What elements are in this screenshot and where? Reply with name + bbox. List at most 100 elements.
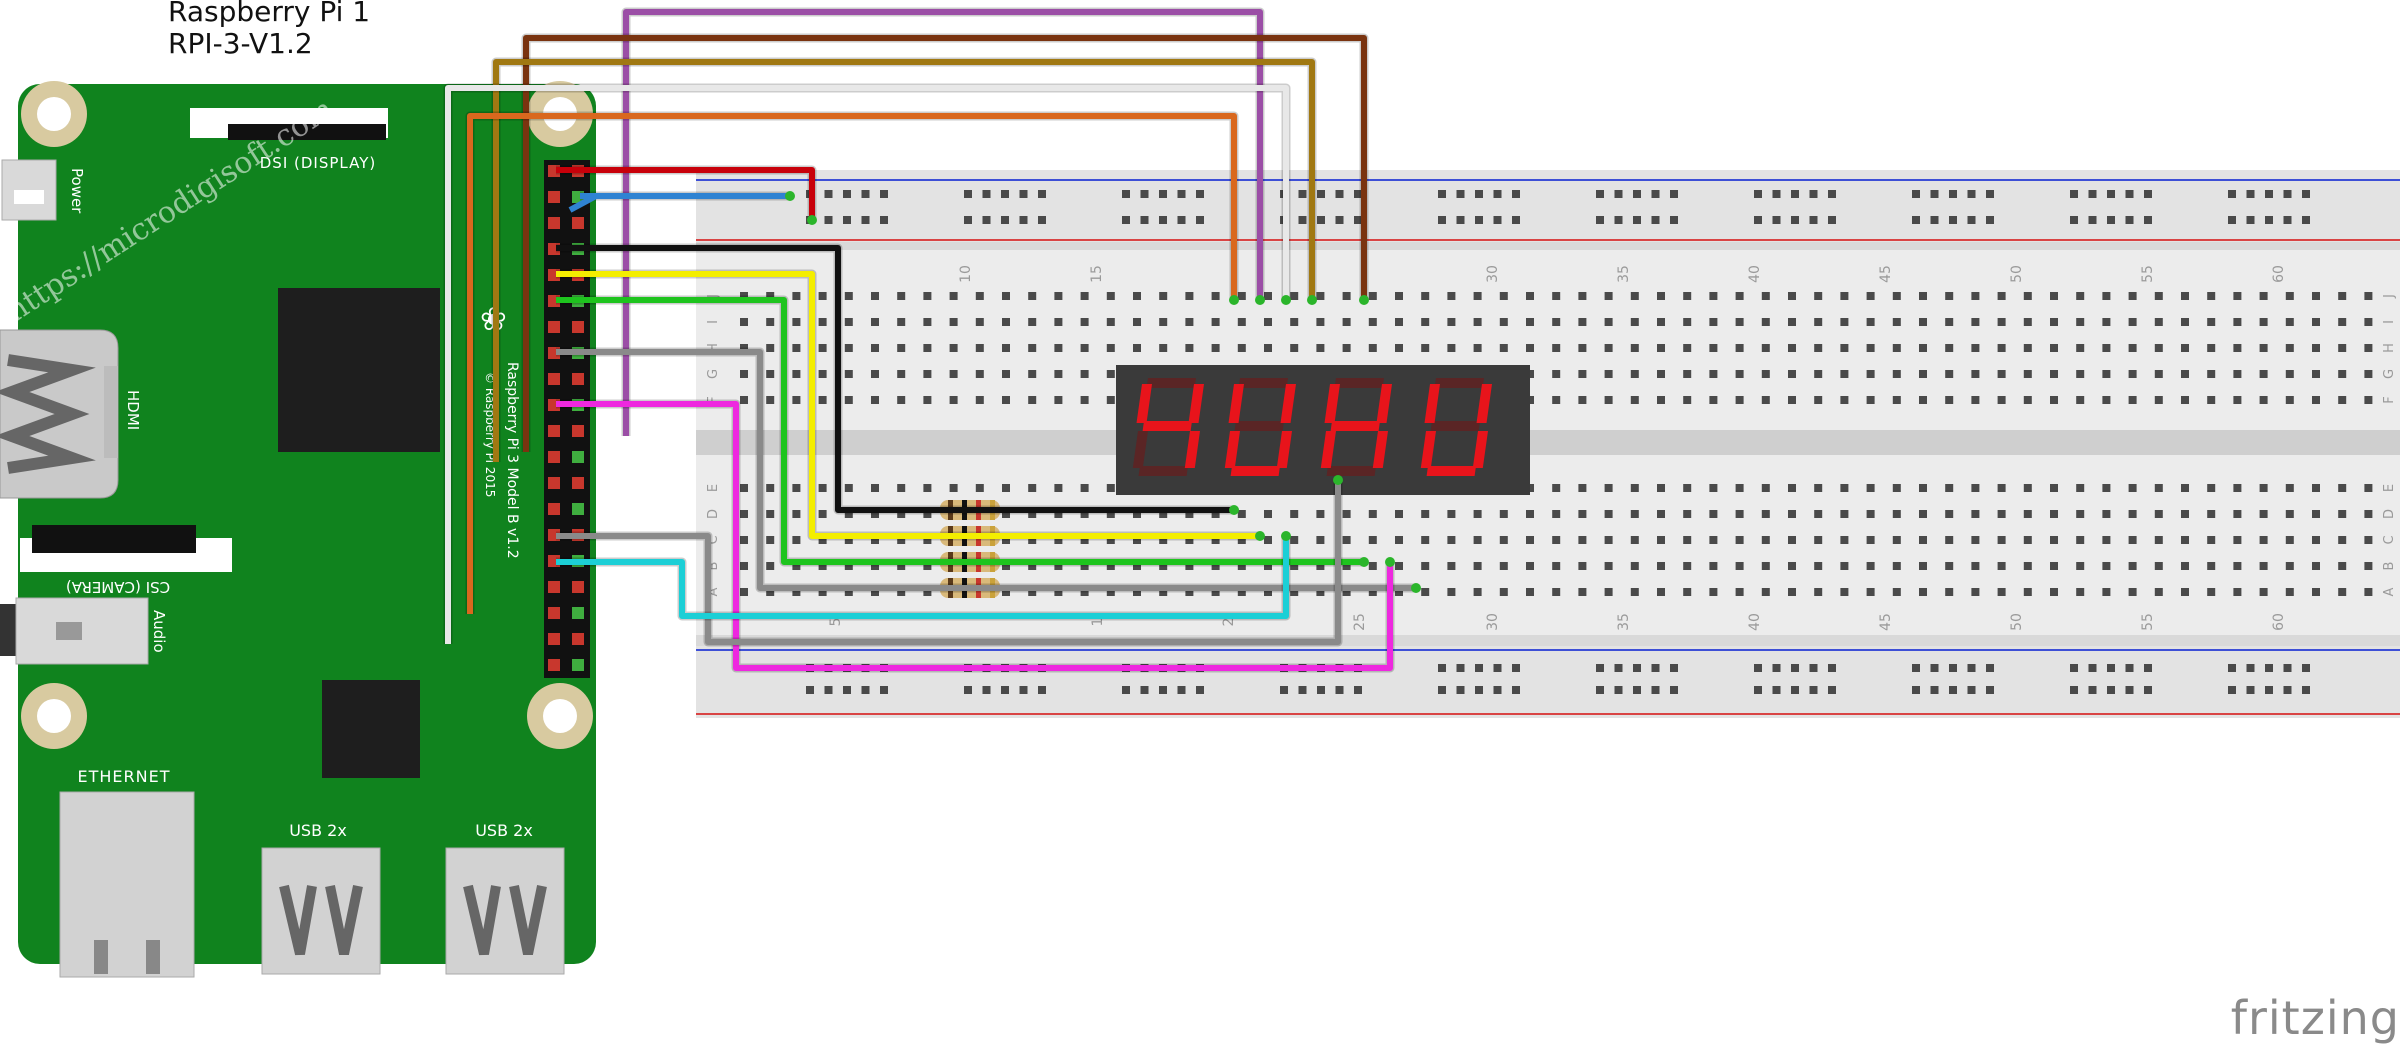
breadboard-hole	[1447, 536, 1456, 544]
breadboard-hole	[2023, 588, 2032, 596]
breadboard-hole	[1264, 588, 1272, 596]
column-number: 45	[1878, 265, 1894, 283]
rail-hole	[2302, 216, 2310, 224]
breadboard-hole	[1499, 588, 1508, 596]
breadboard-hole	[2154, 484, 2163, 492]
rail-hole	[1633, 664, 1641, 672]
breadboard-hole	[1814, 510, 1823, 518]
breadboard-hole	[1840, 292, 1849, 300]
breadboard-hole	[2338, 484, 2347, 492]
breadboard-hole	[2154, 344, 2163, 352]
rail-hole	[1930, 216, 1939, 224]
csi-label: CSI (CAMERA)	[66, 578, 170, 596]
rail-hole	[2283, 216, 2292, 224]
breadboard-hole	[1316, 292, 1325, 300]
breadboard-hole	[2207, 318, 2216, 326]
breadboard-hole	[2128, 562, 2137, 570]
usb-lan-chip	[322, 680, 420, 778]
rail-hole	[1967, 190, 1976, 198]
breadboard-hole	[2233, 484, 2242, 492]
breadboard-hole	[2207, 562, 2216, 570]
breadboard-hole	[2312, 588, 2320, 596]
breadboard-hole	[1237, 318, 1246, 326]
rail-hole	[2070, 190, 2078, 198]
breadboard-hole	[2338, 370, 2347, 378]
breadboard-hole	[1290, 510, 1299, 518]
breadboard-hole	[1840, 562, 1849, 570]
breadboard-hole	[1709, 396, 1718, 404]
breadboard-hole	[1578, 292, 1587, 300]
breadboard-hole	[1211, 292, 1220, 300]
breadboard-hole	[1421, 344, 1430, 352]
breadboard-hole	[2364, 292, 2373, 300]
breadboard-hole	[844, 292, 853, 300]
mount-hole-br-center	[543, 699, 577, 733]
breadboard-hole	[1604, 536, 1613, 544]
rail-hole	[1614, 664, 1623, 672]
breadboard-hole	[1421, 562, 1430, 570]
breadboard-hole	[2181, 536, 2189, 544]
breadboard-hole	[2076, 562, 2085, 570]
rail-hole	[1809, 664, 1818, 672]
wire-end-dot	[785, 191, 795, 201]
breadboard-hole	[1657, 510, 1665, 518]
rail-hole	[964, 686, 972, 694]
rail-hole	[1122, 190, 1130, 198]
rail-hole	[1475, 216, 1483, 224]
rail-hole	[1140, 216, 1149, 224]
breadboard-hole	[1447, 318, 1456, 326]
breadboard-hole	[766, 510, 775, 518]
breadboard-hole	[1211, 562, 1220, 570]
breadboard-hole	[1054, 510, 1063, 518]
rail-hole	[824, 190, 833, 198]
breadboard-hole	[1054, 318, 1063, 326]
breadboard-hole	[1683, 318, 1692, 326]
rail-hole	[1809, 686, 1818, 694]
breadboard-hole	[1368, 292, 1377, 300]
breadboard-hole	[1840, 588, 1849, 596]
display-segment	[1426, 466, 1476, 476]
breadboard-hole	[1002, 370, 1010, 378]
rail-hole	[1912, 216, 1920, 224]
breadboard-hole	[2312, 344, 2320, 352]
breadboard-hole	[871, 536, 879, 544]
breadboard-hole	[1788, 536, 1796, 544]
breadboard-hole	[2364, 562, 2373, 570]
breadboard-hole	[2207, 396, 2216, 404]
breadboard-hole	[1892, 370, 1901, 378]
breadboard-hole	[1814, 588, 1823, 596]
breadboard-hole	[1237, 510, 1246, 518]
breadboard-hole	[1499, 510, 1508, 518]
breadboard-hole	[1499, 292, 1508, 300]
row-letter: G	[706, 369, 721, 379]
breadboard-hole	[1866, 562, 1875, 570]
column-number: 35	[1616, 265, 1632, 283]
rail-hole	[1475, 686, 1483, 694]
raspberry-pi-board: DSI (DISPLAY) Power HDMI CSI (CAMERA) Au…	[0, 81, 596, 978]
breadboard-hole	[1761, 536, 1770, 544]
breadboard-hole	[2312, 396, 2320, 404]
breadboard-hole	[2364, 370, 2373, 378]
breadboard-hole	[1630, 396, 1639, 404]
breadboard-hole	[1997, 536, 2006, 544]
breadboard-hole	[1526, 562, 1534, 570]
display-segment	[1276, 431, 1292, 468]
ethernet-port	[59, 791, 195, 978]
board-title-name: Raspberry Pi 1	[168, 0, 371, 28]
wire	[445, 85, 1289, 644]
breadboard-hole	[1709, 484, 1718, 492]
breadboard-hole	[1552, 318, 1561, 326]
breadboard-hole	[1499, 344, 1508, 352]
display-segment	[1138, 466, 1188, 476]
breadboard-hole	[1473, 292, 1482, 300]
wire-end-dot	[1307, 295, 1317, 305]
breadboard-hole	[2076, 344, 2085, 352]
breadboard-hole	[1185, 344, 1194, 352]
breadboard-hole	[1054, 396, 1063, 404]
breadboard-hole	[2023, 396, 2032, 404]
rail-hole	[1651, 216, 1660, 224]
breadboard-hole	[1526, 510, 1534, 518]
breadboard-hole	[1814, 562, 1823, 570]
breadboard-hole	[1578, 536, 1587, 544]
